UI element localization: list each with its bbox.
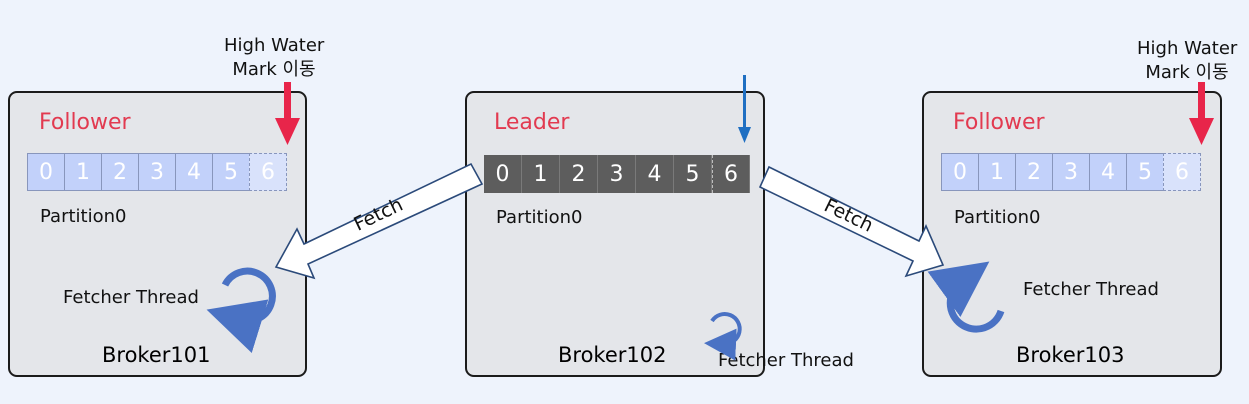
log-offset-cell: 0: [941, 153, 979, 191]
log-offset-cell: 4: [175, 153, 213, 191]
broker-101-partition-log: 0 1 2 3 4 5 6: [27, 153, 287, 191]
broker-103-role: Follower: [953, 110, 1045, 135]
broker-102-partition-label: Partition0: [496, 207, 583, 228]
cycle-arrow-icon: [704, 312, 742, 361]
write-down-arrow-icon: [738, 75, 751, 143]
broker-102-partition-log: 0 1 2 3 4 5 6: [484, 155, 750, 193]
log-offset-cell: 5: [674, 155, 712, 193]
broker-101-fetcher-label: Fetcher Thread: [63, 287, 199, 308]
broker-102-role: Leader: [494, 110, 570, 135]
cycle-arrow-icon: [927, 261, 1005, 333]
broker-103-fetcher-label: Fetcher Thread: [1023, 279, 1159, 300]
log-offset-cell: 3: [598, 155, 636, 193]
broker-101-role: Follower: [39, 110, 131, 135]
broker-101-name: Broker101: [102, 343, 211, 367]
fetch-arrow-right: Fetch: [758, 165, 945, 278]
hwm-down-arrow-icon: [275, 82, 300, 145]
hwm-label-line1: High Water: [224, 35, 325, 56]
log-offset-cell: 0: [484, 155, 522, 193]
broker-101-partition-label: Partition0: [40, 206, 127, 227]
broker-103-name: Broker103: [1016, 343, 1125, 367]
log-offset-cell: 2: [560, 155, 598, 193]
broker-103-partition-label: Partition0: [954, 207, 1041, 228]
log-offset-cell: 1: [522, 155, 560, 193]
hwm-down-arrow-icon: [1189, 82, 1214, 145]
log-offset-cell: 4: [636, 155, 674, 193]
log-offset-cell: 2: [1015, 153, 1053, 191]
log-offset-cell-pending: 6: [249, 153, 287, 191]
broker-103-box: Follower 0 1 2 3 4 5 6 Partition0 Fetche…: [922, 91, 1222, 377]
hwm-label-broker-101: High Water Mark 이동: [224, 34, 324, 82]
broker-103-partition-log: 0 1 2 3 4 5 6: [941, 153, 1201, 191]
broker-102-fetcher-label: Fetcher Thread: [718, 350, 854, 371]
log-offset-cell: 1: [978, 153, 1016, 191]
fetch-arrow-left: Fetch: [274, 162, 484, 280]
log-offset-cell-pending: 6: [712, 155, 750, 193]
broker-102-name: Broker102: [558, 343, 667, 367]
hwm-label-line1: High Water: [1137, 38, 1238, 59]
hwm-label-broker-103: High Water Mark 이동: [1137, 37, 1237, 85]
log-offset-cell-pending: 6: [1163, 153, 1201, 191]
log-offset-cell: 0: [27, 153, 65, 191]
hwm-label-line2: Mark 이동: [232, 59, 316, 80]
log-offset-cell: 1: [64, 153, 102, 191]
cycle-arrow-icon: [206, 267, 276, 353]
broker-102-box: Leader 0 1 2 3 4 5 6 Partition0 Broker10…: [465, 91, 765, 377]
log-offset-cell: 3: [1052, 153, 1090, 191]
broker-101-box: Follower 0 1 2 3 4 5 6 Partition0 Fetche…: [8, 91, 307, 377]
hwm-label-line2: Mark 이동: [1145, 62, 1229, 83]
log-offset-cell: 5: [1126, 153, 1164, 191]
